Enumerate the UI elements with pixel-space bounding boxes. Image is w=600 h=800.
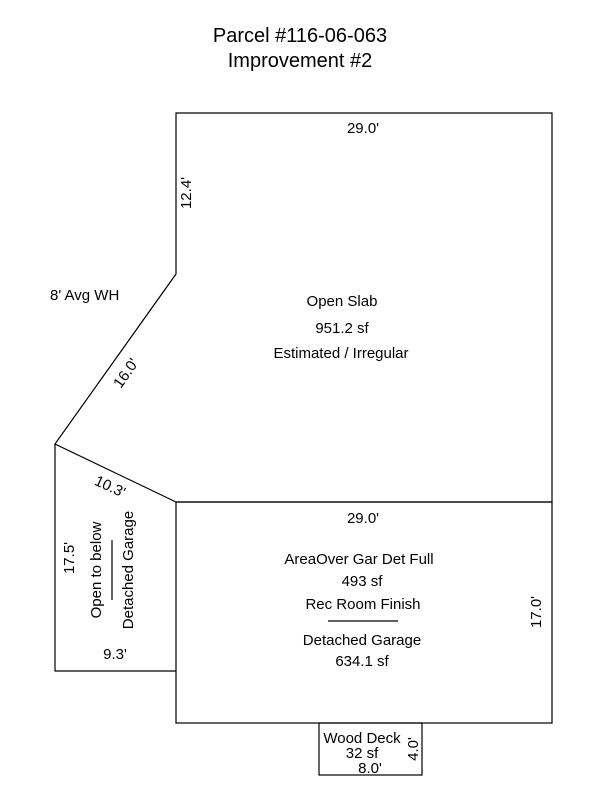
open-to-below-line2: Detached Garage bbox=[120, 511, 137, 629]
dim-slab-left: 12.4' bbox=[178, 177, 195, 209]
dim-notch-bottom: 9.3' bbox=[103, 646, 127, 663]
dim-garage-top: 29.0' bbox=[347, 510, 379, 527]
dim-deck-bottom: 8.0' bbox=[358, 760, 382, 777]
dim-garage-right: 17.0' bbox=[528, 596, 545, 628]
dim-notch-left: 17.5' bbox=[61, 542, 78, 574]
open-to-below-line1: Open to below bbox=[88, 521, 105, 618]
open-to-below-outline bbox=[54, 444, 176, 672]
parcel-title: Parcel #116-06-063 bbox=[213, 25, 387, 47]
open-slab-name: Open Slab bbox=[307, 293, 378, 310]
dim-deck-right: 4.0' bbox=[405, 737, 422, 761]
improvement-title: Improvement #2 bbox=[228, 50, 373, 72]
garage-upper-name: AreaOver Gar Det Full bbox=[284, 551, 433, 568]
wood-deck-name: Wood Deck bbox=[323, 730, 401, 747]
dim-slab-top: 29.0' bbox=[347, 120, 379, 137]
garage-area: 634.1 sf bbox=[335, 653, 389, 670]
open-slab-area: 951.2 sf bbox=[315, 320, 369, 337]
wall-height-note: 8' Avg WH bbox=[50, 287, 119, 304]
wood-deck-outline bbox=[318, 722, 423, 776]
open-slab-outline bbox=[54, 112, 553, 503]
garage-upper-finish: Rec Room Finish bbox=[305, 596, 420, 613]
wood-deck-area: 32 sf bbox=[346, 745, 379, 762]
open-slab-note: Estimated / Irregular bbox=[273, 345, 408, 362]
garage-upper-area: 493 sf bbox=[342, 573, 384, 590]
garage-name: Detached Garage bbox=[303, 632, 421, 649]
dim-slab-diagonal: 16.0' bbox=[110, 355, 142, 391]
